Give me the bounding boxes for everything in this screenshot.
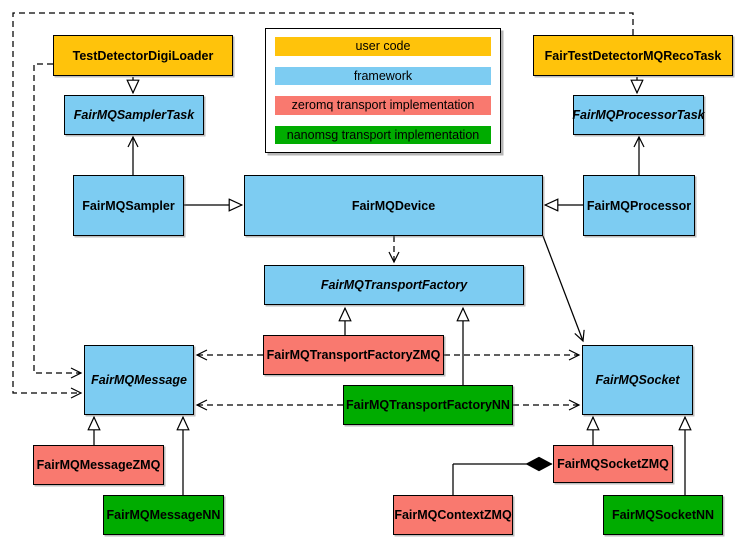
legend: user code framework zeromq transport imp… <box>265 28 501 153</box>
edge-device-socket <box>542 235 585 343</box>
node-fairmqtransportfactorynn: FairMQTransportFactoryNN <box>343 385 513 425</box>
legend-item-user-code: user code <box>275 37 491 56</box>
node-fairmqdevice: FairMQDevice <box>244 175 543 236</box>
node-fairmqsampler: FairMQSampler <box>73 175 184 236</box>
node-fairtestdetectormqrecotask: FairTestDetectorMQRecoTask <box>533 35 733 76</box>
node-fairmqcontextzmq: FairMQContextZMQ <box>393 495 513 535</box>
node-label: FairMQSocketZMQ <box>557 457 669 471</box>
node-label: FairMQTransportFactory <box>320 278 468 292</box>
node-label: FairMQMessageZMQ <box>36 458 161 472</box>
edge-recotask-message <box>12 12 634 399</box>
node-fairmqtransportfactory: FairMQTransportFactory <box>264 265 524 305</box>
node-fairmqsocket: FairMQSocket <box>582 345 693 415</box>
node-label: FairMQMessageNN <box>106 508 221 522</box>
node-label: FairMQDevice <box>351 198 436 213</box>
node-label: TestDetectorDigiLoader <box>72 48 214 63</box>
node-testdetectordigiloader: TestDetectorDigiLoader <box>53 35 233 76</box>
node-label: FairMQSamplerTask <box>73 108 195 122</box>
node-label: FairMQTransportFactoryZMQ <box>266 348 441 362</box>
node-label: FairMQProcessorTask <box>572 108 705 122</box>
node-fairmqtransportfactoryzmq: FairMQTransportFactoryZMQ <box>263 335 444 375</box>
node-fairmqsamplertask: FairMQSamplerTask <box>64 95 204 135</box>
node-label: FairMQSocketNN <box>611 508 715 522</box>
legend-item-framework: framework <box>275 66 491 85</box>
legend-item-zeromq: zeromq transport implementation <box>275 96 491 115</box>
node-fairmqprocessor: FairMQProcessor <box>583 175 695 236</box>
node-fairmqsocketzmq: FairMQSocketZMQ <box>553 445 673 483</box>
node-label: FairMQSocket <box>595 373 680 387</box>
node-label: FairTestDetectorMQRecoTask <box>544 48 722 63</box>
node-fairmqprocessortask: FairMQProcessorTask <box>572 95 705 135</box>
node-fairmqmessagezmq: FairMQMessageZMQ <box>33 445 164 485</box>
node-fairmqsocketnn: FairMQSocketNN <box>603 495 723 535</box>
node-label: FairMQProcessor <box>586 198 692 213</box>
legend-item-nanomsg: nanomsg transport implementation <box>275 125 491 144</box>
node-label: FairMQSampler <box>82 198 175 213</box>
node-label: FairMQContextZMQ <box>394 508 512 522</box>
node-label: FairMQTransportFactoryNN <box>346 398 510 412</box>
edge-digiloader-message <box>33 63 83 379</box>
node-fairmqmessagenn: FairMQMessageNN <box>103 495 224 535</box>
node-label: FairMQMessage <box>91 373 187 387</box>
node-fairmqmessage: FairMQMessage <box>84 345 194 415</box>
